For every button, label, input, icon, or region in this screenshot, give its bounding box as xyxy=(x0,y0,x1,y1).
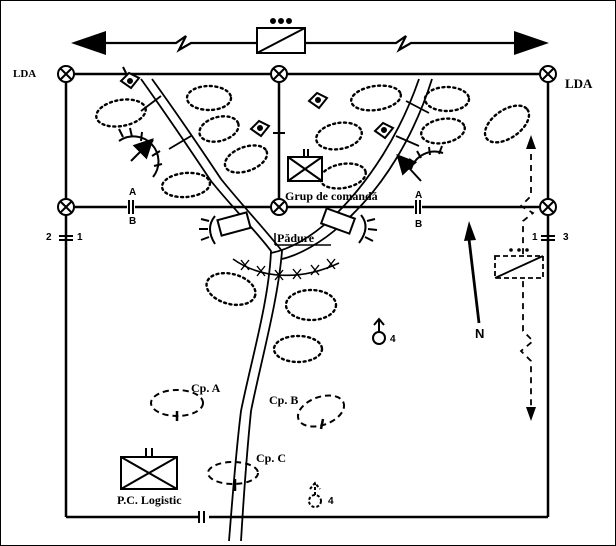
company-front-marks xyxy=(175,411,325,491)
obstacle-unit-right xyxy=(319,207,378,244)
cp-c-position xyxy=(207,461,259,485)
north-label: N xyxy=(475,326,485,341)
unit-4-lower-icon xyxy=(308,481,322,508)
cp-b-label: Cp. B xyxy=(269,393,299,407)
boundary-b-left: B xyxy=(129,216,137,227)
padure-label: Pădure xyxy=(277,231,315,245)
boundary-b-right: B xyxy=(415,219,423,230)
armor-mark-icon xyxy=(307,91,329,110)
crossed-circle-icon xyxy=(57,65,75,83)
company-positions xyxy=(150,389,346,485)
crossed-circle-icon xyxy=(539,198,557,216)
fire-sector-right xyxy=(396,145,444,182)
top-command-unit-icon xyxy=(256,18,306,54)
cp-c-label: Cp. C xyxy=(256,451,287,465)
right-unit-icon xyxy=(494,255,544,279)
obstacle-unit-left xyxy=(199,211,252,245)
cp-b-position xyxy=(296,394,346,428)
crossed-circle-icon xyxy=(57,198,75,216)
right-arrow-head-up xyxy=(526,135,536,149)
boundary-left-2: 2 xyxy=(46,232,52,243)
grup-comanda-label: Grup de comandă xyxy=(285,189,378,203)
boundary-marks xyxy=(59,132,555,523)
boundary-right-1: 1 xyxy=(532,232,538,243)
boundary-right-3: 3 xyxy=(563,232,569,243)
pc-logistic-label: P.C. Logistic xyxy=(117,493,182,507)
top-double-arrow xyxy=(71,31,549,55)
right-unit-dots xyxy=(509,248,529,252)
unit-4-upper-label: 4 xyxy=(390,334,396,345)
cp-a-label: Cp. A xyxy=(191,381,221,395)
right-arrow-head-down xyxy=(526,407,536,421)
lda-left-label: LDA xyxy=(13,68,37,80)
north-arrow-icon xyxy=(464,221,481,324)
armor-mark-icon xyxy=(119,66,141,90)
wire-obstacle-icon xyxy=(232,258,340,281)
boundary-lines xyxy=(64,72,550,519)
unit-positions xyxy=(95,84,531,364)
road-left xyxy=(140,78,283,542)
crossed-circle-icon xyxy=(270,65,288,83)
boundary-left-1: 1 xyxy=(77,232,83,243)
lda-right-label: LDA xyxy=(565,76,593,91)
command-group-unit-icon xyxy=(287,149,323,182)
armor-mark-icon xyxy=(373,121,395,140)
crossed-circle-icon xyxy=(270,198,288,216)
logistic-unit-icon xyxy=(120,448,178,490)
armor-mark-icon xyxy=(249,119,271,138)
road-crossings xyxy=(140,95,430,150)
control-point-icons xyxy=(57,65,557,216)
unit-4-lower-label: 4 xyxy=(328,496,334,507)
boundary-a-right: A xyxy=(415,190,423,201)
unit-4-upper-icon xyxy=(372,317,386,345)
fire-sector-left xyxy=(118,127,163,178)
crossed-circle-icon xyxy=(539,65,557,83)
boundary-a-left: A xyxy=(129,187,137,198)
